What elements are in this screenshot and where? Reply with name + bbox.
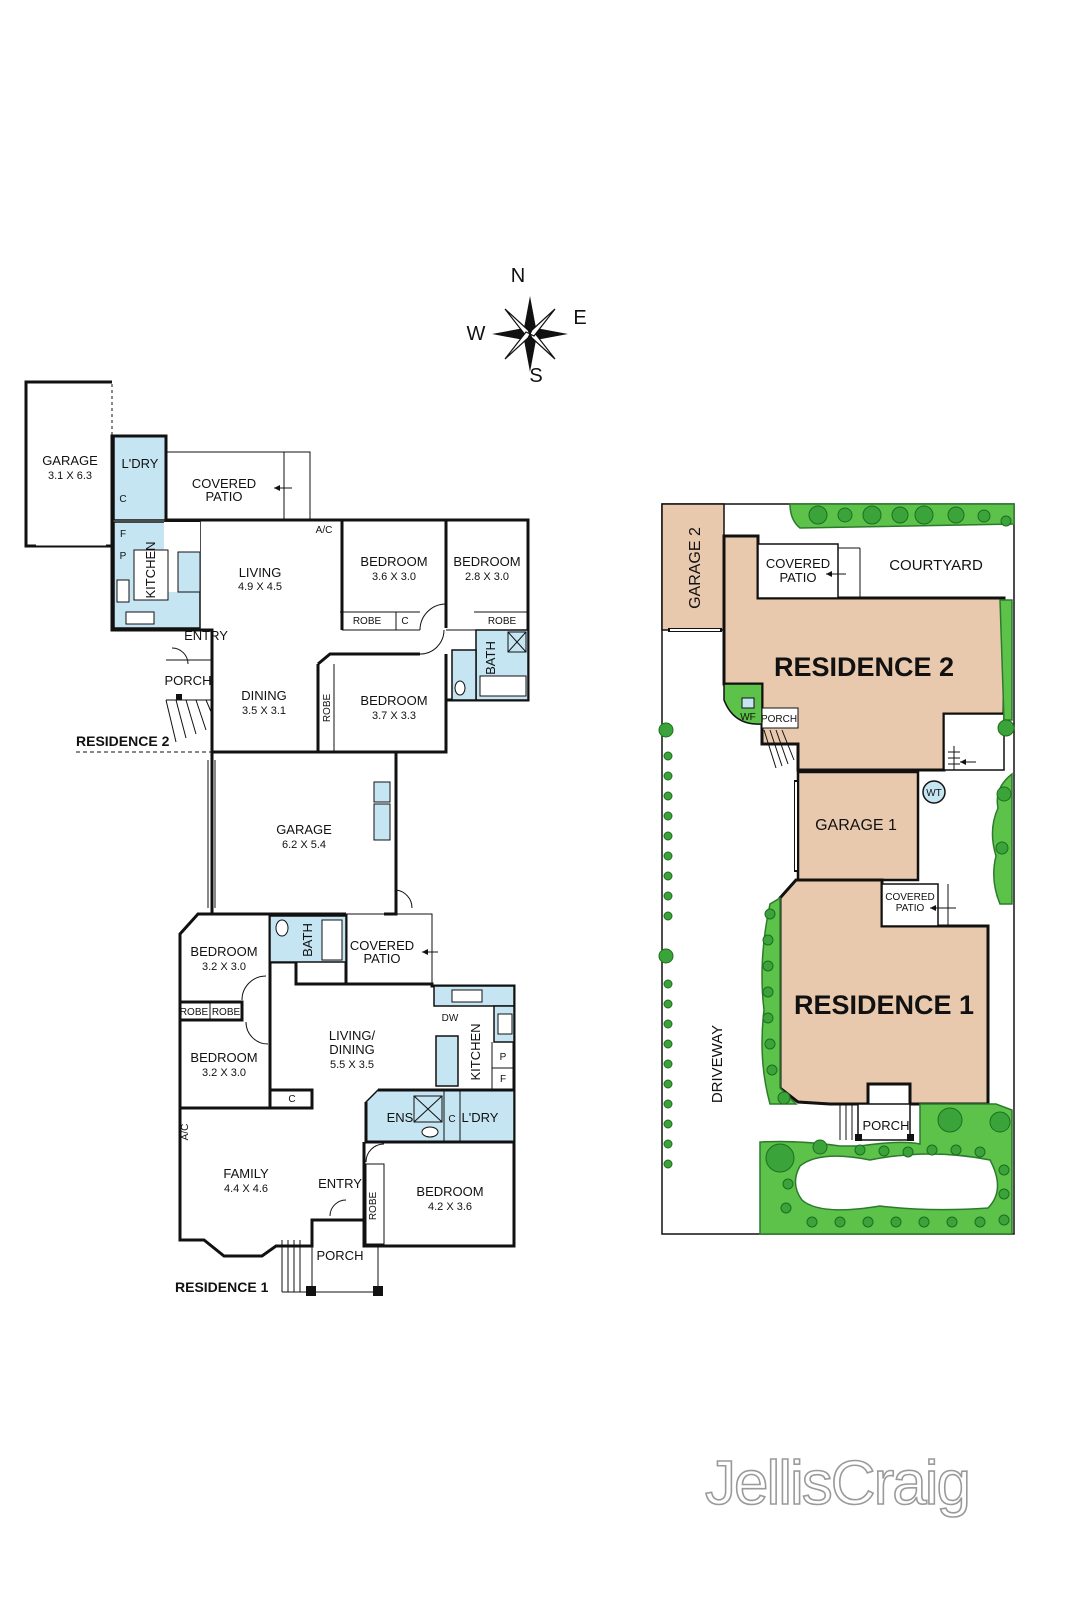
middle-garage-dims: 6.2 X 5.4 — [282, 839, 326, 851]
site-patio-mid-1: COVERED — [885, 892, 934, 903]
r2-robe-label-3: ROBE — [322, 694, 333, 723]
r1-living-label-2: DINING — [329, 1042, 375, 1057]
r2-entry-label: ENTRY — [184, 628, 228, 643]
site-wf-label: WF — [740, 712, 756, 723]
site-garage2 — [661, 503, 725, 631]
r1-patio-label-2: PATIO — [363, 951, 400, 966]
compass-north: N — [511, 265, 525, 287]
r1-family-dims: 4.4 X 4.6 — [224, 1183, 268, 1195]
r2-garage-name: GARAGE — [42, 453, 98, 468]
site-patio-top-2: PATIO — [779, 570, 816, 585]
residence2-floorplan: GARAGE 3.1 X 6.3 L'DRY C F P KITCHEN — [24, 380, 530, 754]
r2-bedroom1-name: BEDROOM — [360, 554, 427, 569]
r1-family-name: FAMILY — [223, 1166, 269, 1181]
r1-entry-label: ENTRY — [318, 1176, 362, 1191]
site-patio-top-1: COVERED — [766, 556, 830, 571]
r1-bedroom3-dims: 4.2 X 3.6 — [428, 1201, 472, 1213]
r1-patio-label-1: COVERED — [350, 938, 414, 953]
compass-south: S — [529, 365, 542, 387]
r1-bedroom1-dims: 3.2 X 3.0 — [202, 961, 246, 973]
residence1-floorplan: COVERED PATIO BATH BEDROOM 3.2 X 3.0 ROB… — [175, 912, 516, 1296]
middle-garage-name: GARAGE — [276, 822, 332, 837]
r2-living-name: LIVING — [239, 565, 282, 580]
r1-kitchen-island — [435, 1035, 459, 1087]
r1-robe-label-1: ROBE — [180, 1007, 209, 1018]
site-front-garden — [759, 1103, 1013, 1235]
r1-bedroom3-name: BEDROOM — [416, 1184, 483, 1199]
site-driveway-hedge — [658, 722, 674, 1169]
r2-bedroom2-dims: 2.8 X 3.0 — [465, 571, 509, 583]
r1-aircon-label: A/C — [180, 1124, 191, 1141]
r2-outer-walls — [110, 434, 530, 754]
r2-porch-label: PORCH — [165, 673, 212, 688]
r1-cupboard-label-2: C — [448, 1114, 455, 1125]
r1-robe-label-2: ROBE — [212, 1007, 241, 1018]
r2-patio-label-1: COVERED — [192, 476, 256, 491]
r2-cupboard-label: C — [119, 494, 126, 505]
r2-bedroom3-name: BEDROOM — [360, 693, 427, 708]
r2-fridge-label: F — [120, 529, 126, 540]
r1-section-label: RESIDENCE 1 — [175, 1279, 269, 1295]
site-patio-mid-2: PATIO — [896, 903, 925, 914]
site-wt-label: WT — [926, 788, 942, 799]
r2-robe-label-1: ROBE — [353, 616, 382, 627]
brand-logo: JellisCraig — [704, 1448, 972, 1519]
r1-bedroom2-name: BEDROOM — [190, 1050, 257, 1065]
r1-fridge-label: F — [500, 1074, 506, 1085]
r1-bedroom2-dims: 3.2 X 3.0 — [202, 1067, 246, 1079]
site-top-garden — [789, 503, 1015, 529]
site-r1-side-garden — [761, 896, 798, 1105]
r1-bath-label: BATH — [300, 923, 315, 957]
compass-west: W — [467, 323, 486, 345]
r2-section-label: RESIDENCE 2 — [76, 733, 170, 749]
r1-kitchen-label: KITCHEN — [468, 1023, 483, 1080]
site-porch-bottom-label: PORCH — [863, 1118, 910, 1133]
r2-kitchen-label: KITCHEN — [143, 541, 158, 598]
site-porch-top-label: PORCH — [761, 714, 797, 725]
r2-patio-label-2: PATIO — [205, 489, 242, 504]
r1-pantry-label: P — [500, 1052, 507, 1063]
r2-bath-label: BATH — [483, 641, 498, 675]
r1-cupboard-label-1: C — [288, 1094, 295, 1105]
r2-bedroom3-dims: 3.7 X 3.3 — [372, 710, 416, 722]
compass-rose: N E S W — [467, 265, 587, 387]
r2-porch-stairs — [165, 694, 213, 743]
site-courtyard-label: COURTYARD — [889, 557, 983, 574]
site-residence1-label: RESIDENCE 1 — [794, 990, 974, 1020]
r1-robe-label-3: ROBE — [368, 1192, 379, 1221]
r2-laundry-area — [113, 435, 167, 521]
r2-bedroom2-name: BEDROOM — [453, 554, 520, 569]
r2-dining-dims: 3.5 X 3.1 — [242, 705, 286, 717]
middle-garage: GARAGE 6.2 X 5.4 — [207, 752, 413, 916]
r1-porch-label: PORCH — [317, 1248, 364, 1263]
r1-dishwasher-label: DW — [442, 1013, 459, 1024]
r1-laundry-label: L'DRY — [462, 1110, 499, 1125]
site-garage2-label: GARAGE 2 — [687, 527, 704, 609]
r2-aircon-label: A/C — [316, 525, 333, 536]
r1-living-label-1: LIVING/ — [329, 1028, 376, 1043]
r2-cupboard-label-2: C — [401, 616, 408, 627]
site-driveway-label: DRIVEWAY — [709, 1025, 726, 1103]
r1-ensuite-label: ENS — [387, 1110, 414, 1125]
site-residence2-label: RESIDENCE 2 — [774, 652, 954, 682]
r2-living-dims: 4.9 X 4.5 — [238, 581, 282, 593]
r2-robe-label-2: ROBE — [488, 616, 517, 627]
site-water-tank — [922, 780, 946, 804]
site-right-garden — [991, 599, 1015, 905]
site-garage1-label: GARAGE 1 — [815, 817, 897, 834]
r2-pantry-label: P — [120, 551, 127, 562]
compass-east: E — [573, 307, 586, 329]
r1-porch-stairs — [281, 1240, 312, 1293]
r2-laundry-label: L'DRY — [122, 456, 159, 471]
r2-dining-name: DINING — [241, 688, 287, 703]
r1-bedroom1-name: BEDROOM — [190, 944, 257, 959]
r2-bedroom1-dims: 3.6 X 3.0 — [372, 571, 416, 583]
r1-living-dims: 5.5 X 3.5 — [330, 1059, 374, 1071]
site-plan: GARAGE 2 COVERED PATIO COURTYARD RESIDEN… — [658, 503, 1015, 1235]
r2-garage-dims: 3.1 X 6.3 — [48, 470, 92, 482]
